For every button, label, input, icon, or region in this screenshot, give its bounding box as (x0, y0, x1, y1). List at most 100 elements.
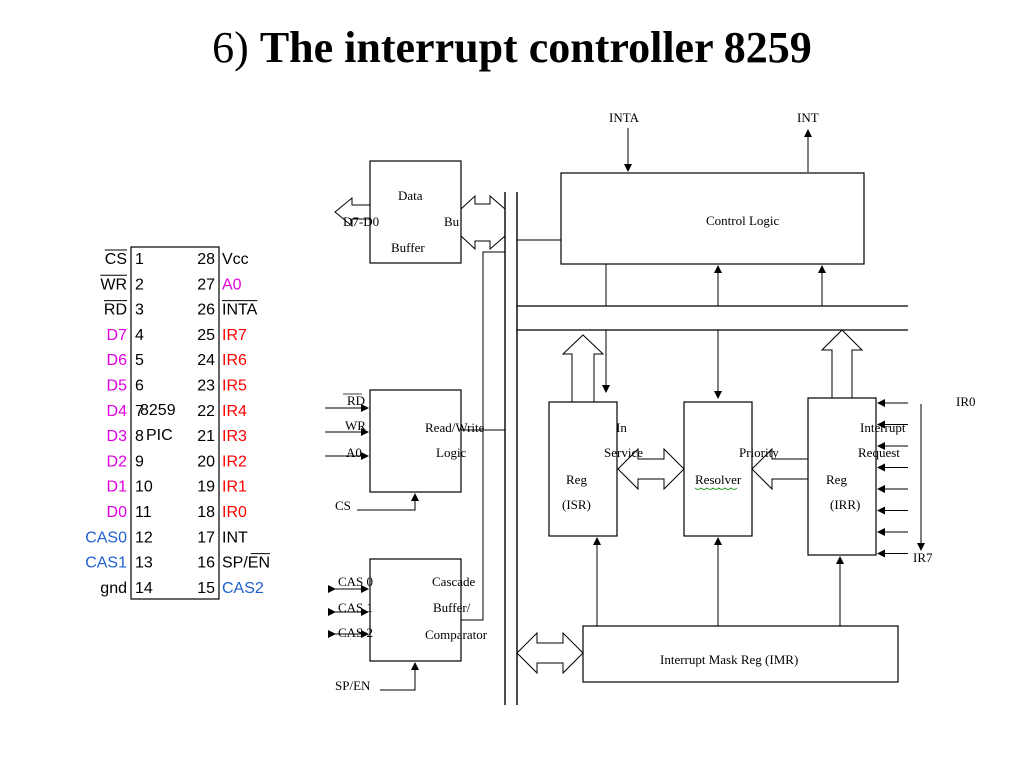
pin-name: CAS0 (85, 529, 127, 546)
pin-name: IR2 (222, 453, 247, 470)
isr-block (548, 401, 618, 537)
isr-reg-label: Reg (566, 472, 587, 487)
imr-block (582, 625, 899, 683)
pin-number: 27 (197, 276, 215, 293)
pin-number: 7 (135, 403, 144, 420)
pin-number: 12 (135, 529, 153, 546)
isr-priority-arrow (617, 447, 685, 491)
pin-number: 6 (135, 378, 144, 395)
imr-bus-arrow (516, 631, 584, 675)
irr-up-arrow (820, 329, 864, 398)
pin-number: 20 (197, 453, 215, 470)
cas1-label: CAS 1 (338, 600, 373, 615)
pin-name: IR5 (222, 378, 247, 395)
pin-number: 18 (197, 504, 215, 521)
pin-number: 22 (197, 403, 215, 420)
priority-label: Priority (739, 445, 779, 460)
slide-title: 6) The interrupt controller 8259 (0, 22, 1024, 73)
pin-number: 24 (197, 352, 215, 369)
pin-name: IR6 (222, 352, 247, 369)
title-number: 6) (212, 23, 249, 72)
rd-label: RD (347, 393, 365, 408)
rw-logic-line1: Read/Write (425, 420, 485, 435)
cs-label: CS (335, 498, 351, 513)
pin-number: 14 (135, 580, 153, 597)
pin-number: 15 (197, 580, 215, 597)
control-logic-block (560, 172, 865, 265)
pin-number: 23 (197, 378, 215, 395)
pin-name: D1 (107, 479, 128, 496)
isr-name-label: (ISR) (562, 497, 591, 512)
control-logic-label: Control Logic (706, 213, 780, 228)
rw-logic-block (369, 389, 462, 493)
wr-label: WR (345, 418, 366, 433)
pin-name: D6 (107, 352, 128, 369)
a0-label: A0 (346, 445, 362, 460)
pin-name: SP/EN (222, 555, 270, 572)
pin-name: CAS2 (222, 580, 264, 597)
cascade-line2: Buffer/ (433, 600, 471, 615)
pin-number: 13 (135, 555, 153, 572)
irr-line2: Request (858, 445, 900, 460)
pin-number: 9 (135, 453, 144, 470)
priority-resolver-block (683, 401, 753, 537)
imr-label: Interrupt Mask Reg (IMR) (660, 652, 798, 667)
data-bus-arrow-left (334, 196, 370, 228)
pin-name: CAS1 (85, 555, 127, 572)
pin-name: D2 (107, 453, 128, 470)
pin-number: 1 (135, 251, 144, 268)
pin-name: CS (105, 251, 127, 268)
pin-number: 2 (135, 276, 144, 293)
pin-number: 5 (135, 352, 144, 369)
data-bus-label: D7-D0 (343, 214, 379, 229)
cascade-line3: Comparator (425, 627, 488, 642)
pin-name: IR4 (222, 403, 247, 420)
pin-name: D0 (107, 504, 128, 521)
pin-number: 21 (197, 428, 215, 445)
cas2-label: CAS 2 (338, 625, 373, 640)
pin-list: 1CS2WR3RD4D75D66D57D48D39D210D111D012CAS… (85, 249, 271, 597)
spellcheck-squiggle (694, 487, 738, 490)
cs-arrow (357, 493, 419, 511)
pin-name: RD (104, 302, 127, 319)
pin-number: 19 (197, 479, 215, 496)
chip-label-pic: PIC (146, 427, 173, 444)
int-label: INT (797, 110, 819, 125)
cas0-label: CAS 0 (338, 574, 373, 589)
pin-number: 10 (135, 479, 153, 496)
pin-number: 25 (197, 327, 215, 344)
rw-logic-line2: Logic (436, 445, 467, 460)
pin-number: 28 (197, 251, 215, 268)
irr-line1: Interrupt (860, 420, 906, 435)
cascade-line1: Cascade (432, 574, 476, 589)
pin-name: IR7 (222, 327, 247, 344)
isr-up-arrow (561, 334, 605, 402)
pin-number: 16 (197, 555, 215, 572)
isr-service-label: Service (604, 445, 643, 460)
pin-name: gnd (100, 580, 127, 597)
pin-number: 8 (135, 428, 144, 445)
pin-number: 4 (135, 327, 144, 344)
ir7-label: IR7 (913, 550, 933, 565)
pin-name: IR0 (222, 504, 247, 521)
ir0-label: IR0 (956, 394, 976, 409)
irr-name-label: (IRR) (830, 497, 860, 512)
pin-name: INTA (222, 302, 258, 319)
data-buffer-line3: Buffer (391, 240, 425, 255)
inta-label: INTA (609, 110, 640, 125)
ir-input-arrows (877, 399, 908, 558)
pin-number: 3 (135, 302, 144, 319)
pin-name: D4 (107, 403, 128, 420)
pin-name: WR (100, 276, 127, 293)
data-buffer-line2: Bu (444, 214, 460, 229)
chip-body (130, 246, 220, 600)
spen-arrow (380, 662, 419, 691)
pin-number: 26 (197, 302, 215, 319)
pin-name: D3 (107, 428, 128, 445)
isr-in-label: In (616, 420, 627, 435)
title-text: The interrupt controller 8259 (259, 23, 812, 72)
pin-number: 11 (135, 504, 152, 521)
cascade-block (369, 558, 462, 662)
resolver-label: Resolver (695, 472, 742, 487)
pin-name: INT (222, 529, 248, 546)
